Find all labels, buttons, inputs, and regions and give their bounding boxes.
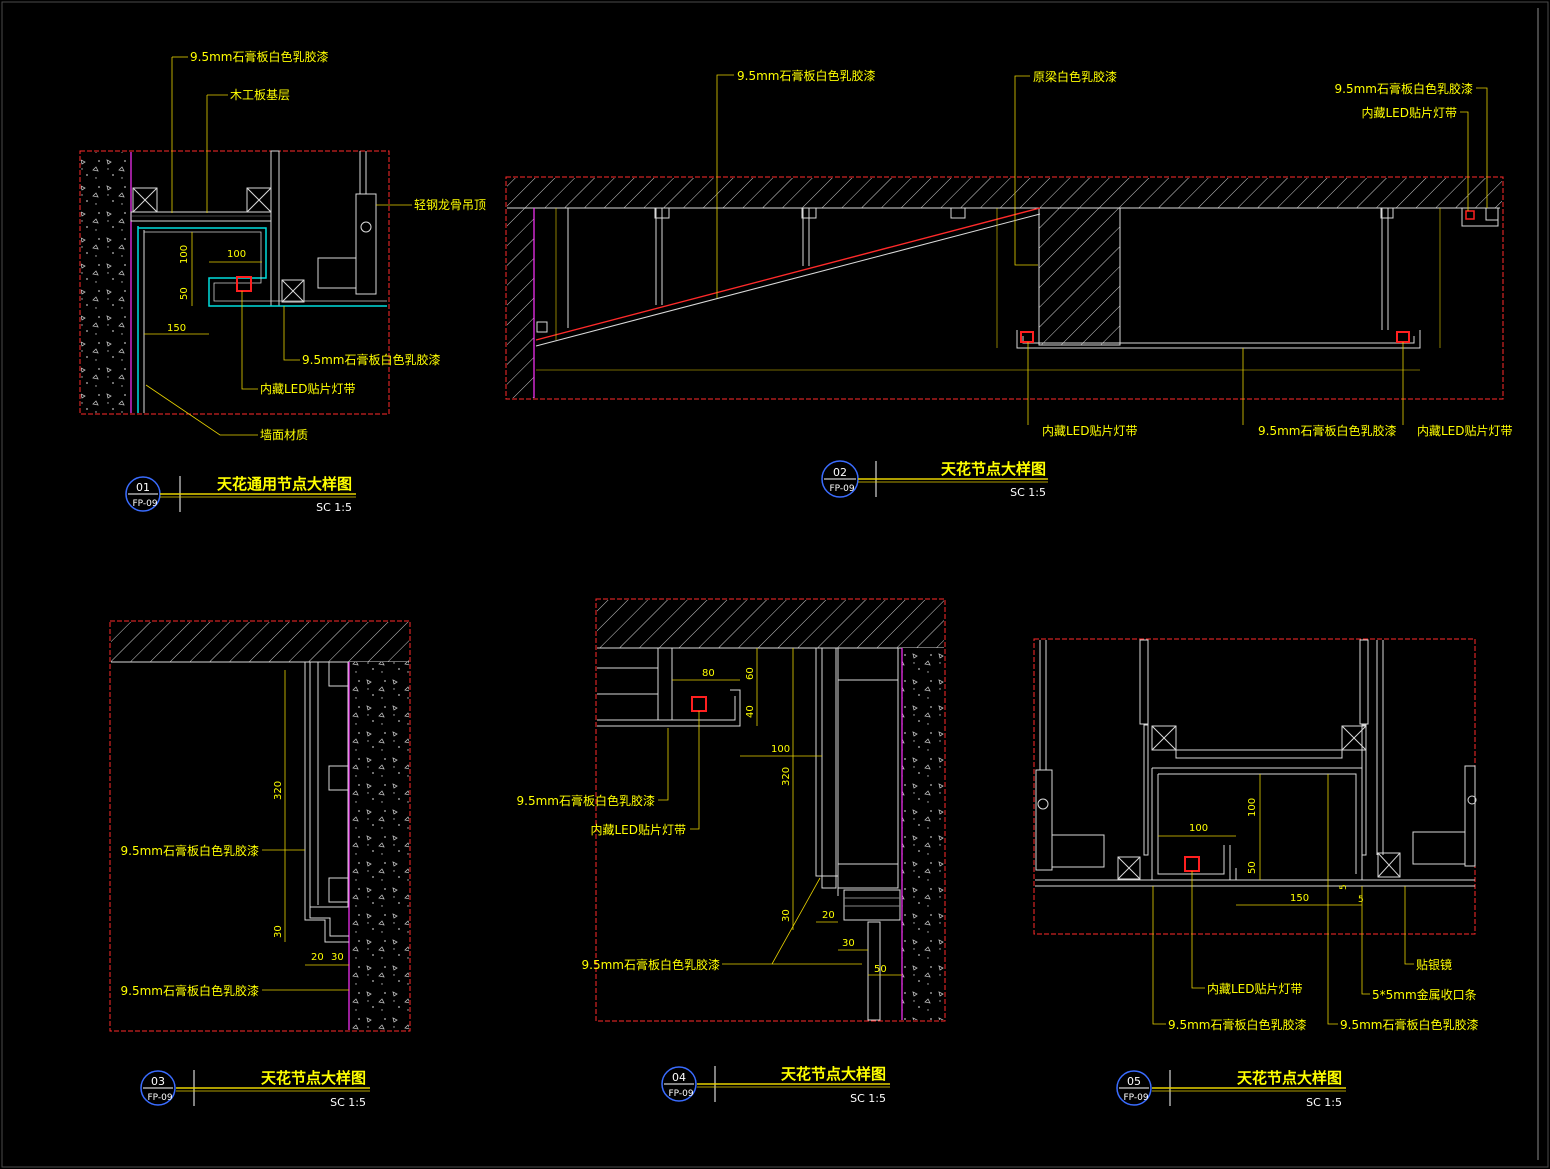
detail-05-led-icon <box>1184 856 1200 872</box>
detail-05-title-number: 05 <box>1127 1075 1141 1088</box>
detail-01-title-number: 01 <box>136 481 150 494</box>
detail-05-dim-5a: 5 <box>1339 884 1349 890</box>
detail-04-dim-80: 80 <box>702 668 715 679</box>
detail-04-dim-30b: 30 <box>842 938 855 949</box>
detail-02-sheet-number: FP-09 <box>829 484 854 494</box>
detail-02-label-led-left: 内藏LED贴片灯带 <box>1042 424 1138 438</box>
detail-05-dim-5b: 5 <box>1358 895 1364 905</box>
detail-03-label-gypsum-bottom: 9.5mm石膏板白色乳胶漆 <box>121 983 259 998</box>
detail-05-label-gypsum-left: 9.5mm石膏板白色乳胶漆 <box>1168 1017 1306 1032</box>
detail-04-scale: SC 1:5 <box>850 1092 886 1105</box>
detail-02-label-gypsum-bottom: 9.5mm石膏板白色乳胶漆 <box>1258 423 1396 438</box>
detail-01-led-icon <box>236 276 252 292</box>
detail-03-title-bubble <box>140 1070 176 1106</box>
detail-04-dim-100: 100 <box>771 744 790 755</box>
detail-03-dim-30b: 30 <box>331 952 344 963</box>
detail-01-sheet-number: FP-09 <box>132 499 157 509</box>
detail-03-label-gypsum-mid: 9.5mm石膏板白色乳胶漆 <box>121 843 259 858</box>
detail-01-label-gypsum-bottom: 9.5mm石膏板白色乳胶漆 <box>302 352 440 367</box>
detail-04-frame <box>595 598 946 1022</box>
detail-02-label-led-right-top: 内藏LED贴片灯带 <box>1361 106 1457 120</box>
detail-04-dim-40: 40 <box>745 705 756 718</box>
detail-01-scale: SC 1:5 <box>316 501 352 514</box>
detail-04-title: 天花节点大样图 <box>781 1065 886 1083</box>
detail-04-label-gypsum-left: 9.5mm石膏板白色乳胶漆 <box>517 793 655 808</box>
detail-05-scale: SC 1:5 <box>1306 1096 1342 1109</box>
detail-05: 100 100 50 150 5 5 内藏LED贴片灯带 贴银镜 5*5mm金属… <box>1033 638 1478 1109</box>
detail-02-label-gypsum-right: 9.5mm石膏板白色乳胶漆 <box>1335 81 1473 96</box>
detail-02-frame <box>505 176 1504 400</box>
detail-03-title: 天花节点大样图 <box>261 1069 366 1087</box>
detail-03-frame <box>109 620 411 1032</box>
detail-05-label-mirror: 贴银镜 <box>1416 957 1452 972</box>
detail-02: 9.5mm石膏板白色乳胶漆 原梁白色乳胶漆 9.5mm石膏板白色乳胶漆 内藏LE… <box>505 68 1513 499</box>
detail-01-title: 天花通用节点大样图 <box>217 475 352 493</box>
detail-05-dim-50: 50 <box>1247 861 1258 874</box>
detail-01-label-led: 内藏LED贴片灯带 <box>260 382 356 396</box>
detail-05-dim-150: 150 <box>1290 893 1309 904</box>
detail-04-led-icon <box>691 696 707 712</box>
detail-05-sheet-number: FP-09 <box>1123 1093 1148 1103</box>
detail-02-led-right-icon <box>1396 331 1410 343</box>
detail-05-title-bubble <box>1116 1070 1152 1106</box>
detail-05-dim-100-v: 100 <box>1247 798 1258 817</box>
detail-05-frame <box>1033 638 1476 935</box>
detail-04-label-gypsum-bottom: 9.5mm石膏板白色乳胶漆 <box>582 957 720 972</box>
detail-04-dim-320: 320 <box>781 767 792 786</box>
detail-04-dim-20: 20 <box>822 910 835 921</box>
detail-02-slab-hatch <box>507 178 1502 208</box>
detail-02-scale: SC 1:5 <box>1010 486 1046 499</box>
detail-03-sheet-number: FP-09 <box>147 1093 172 1103</box>
detail-02-title: 天花节点大样图 <box>941 460 1046 478</box>
detail-02-label-beam: 原梁白色乳胶漆 <box>1033 69 1117 84</box>
detail-01-wall-concrete <box>81 152 131 413</box>
detail-01-dim-50: 50 <box>179 287 190 300</box>
detail-01-label-plywood: 木工板基层 <box>230 88 290 102</box>
detail-03-dim-20: 20 <box>311 952 324 963</box>
detail-01-dim-100-h: 100 <box>227 249 246 260</box>
detail-04-sheet-number: FP-09 <box>668 1089 693 1099</box>
detail-01-dim-150: 150 <box>167 323 186 334</box>
detail-01-label-gypsum-top: 9.5mm石膏板白色乳胶漆 <box>190 49 328 64</box>
detail-02-label-led-right: 内藏LED贴片灯带 <box>1417 424 1513 438</box>
detail-04-title-number: 04 <box>672 1071 686 1084</box>
detail-01-label-keel: 轻钢龙骨吊顶 <box>414 198 486 212</box>
detail-04: 80 60 40 100 320 30 20 30 50 9.5mm石膏板白色乳… <box>517 598 946 1105</box>
detail-01-label-wall: 墙面材质 <box>260 428 308 442</box>
detail-02-led-left-icon <box>1020 331 1034 343</box>
detail-03-title-number: 03 <box>151 1075 165 1088</box>
detail-04-title-bubble <box>661 1066 697 1102</box>
detail-02-beam <box>1038 207 1121 346</box>
detail-05-title: 天花节点大样图 <box>1237 1069 1342 1087</box>
detail-03-dim-320: 320 <box>273 781 284 800</box>
detail-05-label-gypsum-right: 9.5mm石膏板白色乳胶漆 <box>1340 1017 1478 1032</box>
detail-02-title-number: 02 <box>833 466 847 479</box>
detail-02-label-gypsum-top: 9.5mm石膏板白色乳胶漆 <box>737 68 875 83</box>
detail-04-dim-50: 50 <box>874 964 887 975</box>
detail-03-dim-30: 30 <box>273 925 284 938</box>
detail-05-dim-100-h: 100 <box>1189 823 1208 834</box>
detail-01-frame <box>79 150 390 415</box>
detail-04-label-led: 内藏LED贴片灯带 <box>590 823 686 837</box>
detail-04-dim-60: 60 <box>745 667 756 680</box>
detail-05-label-led: 内藏LED贴片灯带 <box>1207 982 1303 996</box>
detail-03-scale: SC 1:5 <box>330 1096 366 1109</box>
detail-04-dim-30: 30 <box>781 909 792 922</box>
detail-01-dim-100-v: 100 <box>179 245 190 264</box>
detail-03: 320 30 20 30 9.5mm石膏板白色乳胶漆 9.5mm石膏板白色乳胶漆… <box>109 620 411 1109</box>
detail-05-label-metal: 5*5mm金属收口条 <box>1372 987 1477 1002</box>
detail-01: 9.5mm石膏板白色乳胶漆 木工板基层 轻钢龙骨吊顶 9.5mm石膏板白色乳胶漆… <box>79 49 486 514</box>
